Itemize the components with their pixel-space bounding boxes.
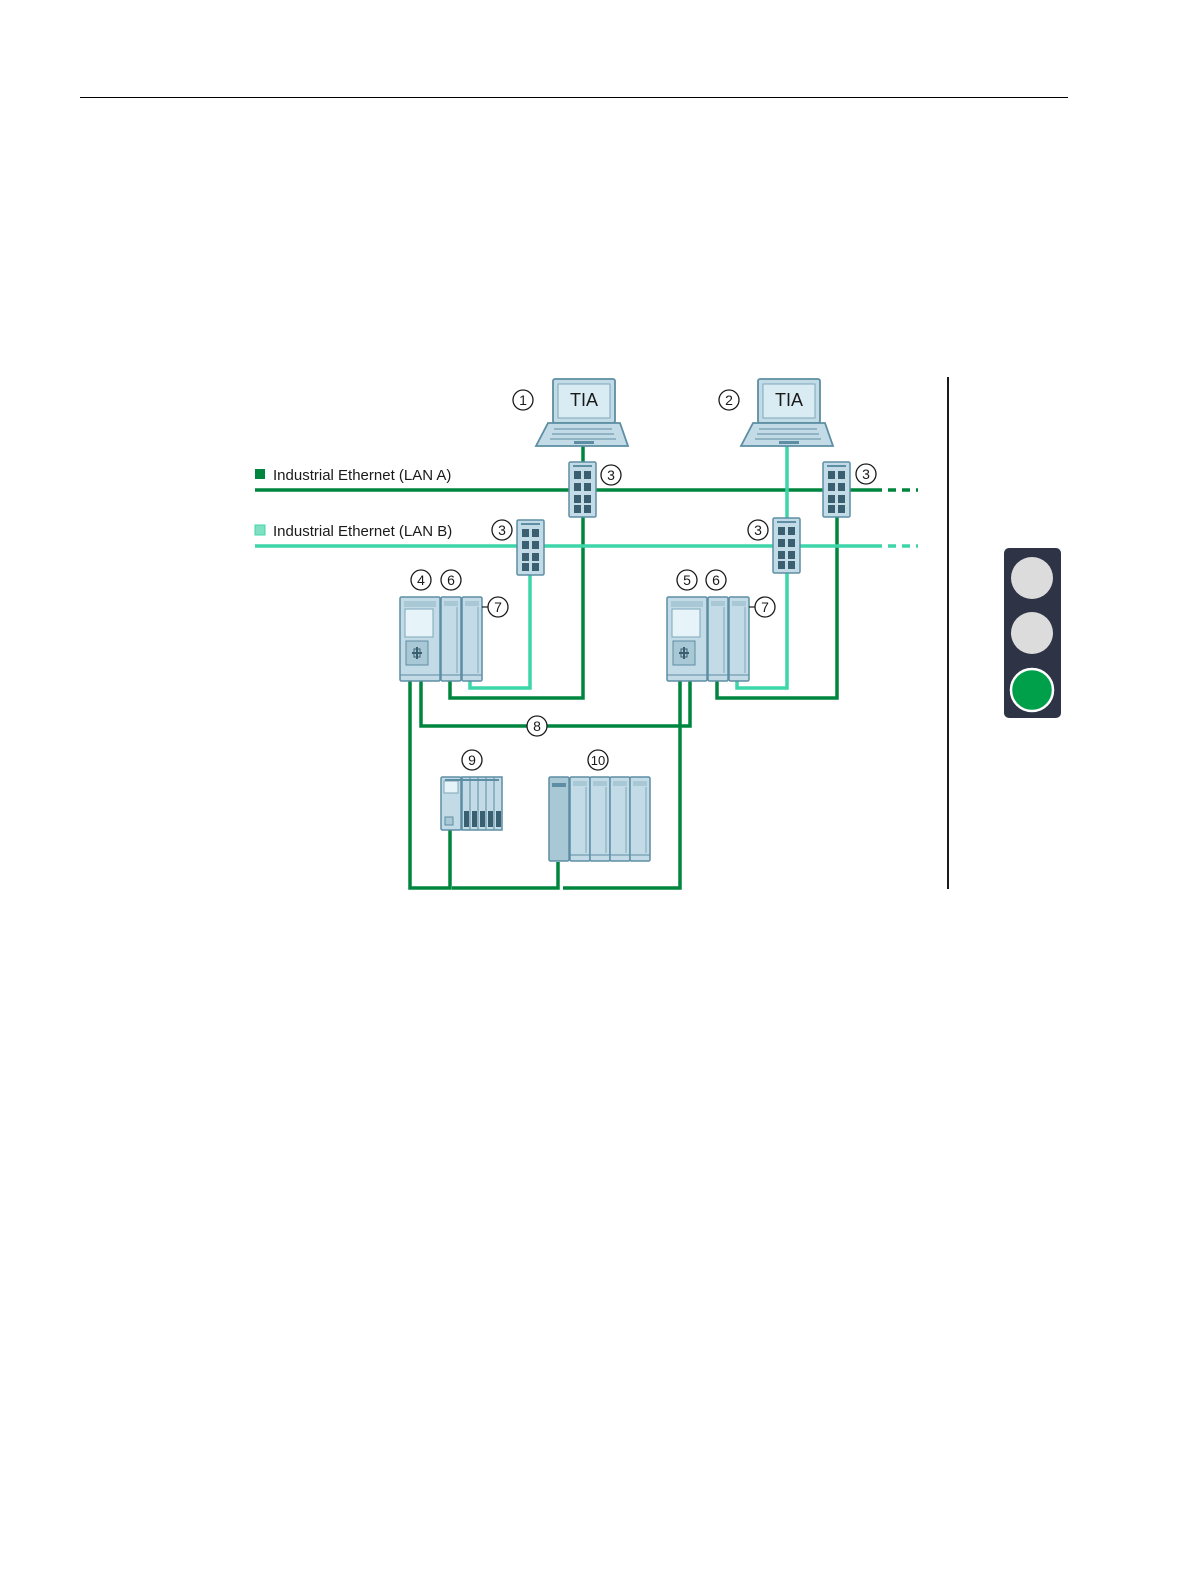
callout-2: 2 (719, 390, 739, 410)
traffic-light (1004, 548, 1061, 718)
traffic-light-lamp-top (1011, 557, 1053, 599)
svg-text:3: 3 (862, 466, 870, 482)
switch-top-right (823, 462, 850, 517)
callout-7-b: 7 (755, 597, 775, 617)
callout-6-b: 6 (706, 570, 726, 590)
callout-8: 8 (527, 716, 547, 736)
svg-text:6: 6 (447, 572, 455, 588)
callout-1: 1 (513, 390, 533, 410)
svg-text:3: 3 (498, 522, 506, 538)
callout-9: 9 (462, 750, 482, 770)
svg-text:4: 4 (417, 572, 425, 588)
svg-text:3: 3 (607, 467, 615, 483)
svg-text:6: 6 (712, 572, 720, 588)
svg-text:10: 10 (591, 753, 605, 768)
svg-text:7: 7 (761, 599, 769, 615)
legend-lan-b-swatch (255, 525, 265, 535)
cpu-station-a (400, 597, 482, 681)
io-station-large (549, 777, 650, 861)
svg-text:8: 8 (533, 718, 541, 734)
legend: Industrial Ethernet (LAN A) Industrial E… (255, 467, 452, 540)
callout-5: 5 (677, 570, 697, 590)
switch-left (517, 520, 544, 575)
legend-lan-a-swatch (255, 469, 265, 479)
svg-text:7: 7 (494, 599, 502, 615)
svg-text:2: 2 (725, 392, 733, 408)
switch-top-center (569, 462, 596, 517)
svg-text:1: 1 (519, 392, 527, 408)
callout-6-a: 6 (441, 570, 461, 590)
pg2-screen-label: TIA (775, 390, 803, 410)
switch-right (773, 518, 800, 573)
pg1-screen-label: TIA (570, 390, 598, 410)
svg-text:5: 5 (683, 572, 691, 588)
io-station-small (441, 777, 502, 830)
svg-text:3: 3 (754, 522, 762, 538)
cpu-station-b (667, 597, 749, 681)
callouts: 1 2 3 3 3 3 4 6 7 5 6 7 8 9 10 (411, 390, 876, 770)
legend-lan-b-label: Industrial Ethernet (LAN B) (273, 523, 452, 540)
callout-10: 10 (588, 750, 608, 770)
programming-device-1: TIA (536, 379, 628, 446)
sync-link (421, 681, 690, 726)
callout-3-top-center: 3 (601, 465, 621, 485)
io-ring-mid (452, 862, 558, 888)
callout-3-top-right: 3 (856, 464, 876, 484)
callout-3-left: 3 (492, 520, 512, 540)
programming-device-2: TIA (741, 379, 833, 446)
svg-text:9: 9 (468, 752, 476, 768)
legend-lan-a-label: Industrial Ethernet (LAN A) (273, 467, 451, 484)
callout-4: 4 (411, 570, 431, 590)
callout-3-right: 3 (748, 520, 768, 540)
traffic-light-lamp-bottom-green (1011, 669, 1053, 711)
callout-7-a: 7 (488, 597, 508, 617)
traffic-light-lamp-middle (1011, 612, 1053, 654)
